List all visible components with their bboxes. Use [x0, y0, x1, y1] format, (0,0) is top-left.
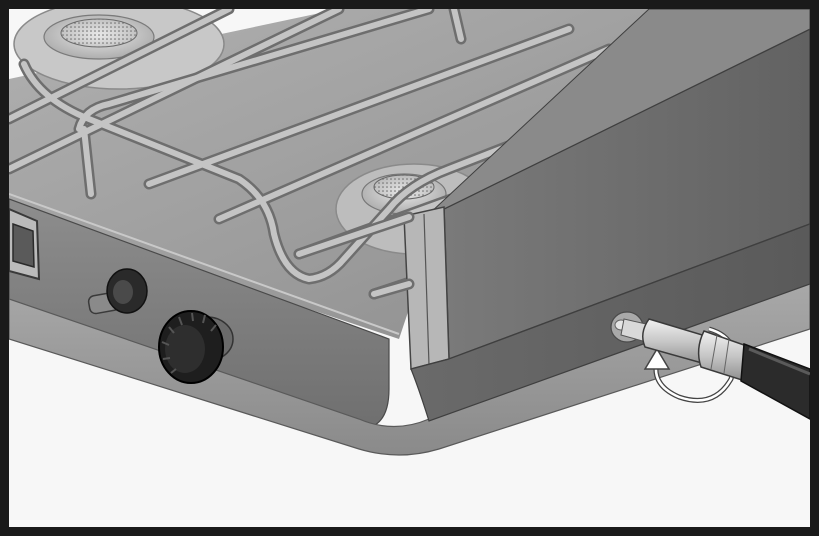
stove-front-edge — [9, 193, 400, 335]
grate-foreground — [293, 211, 415, 300]
burner-knob-small — [87, 268, 148, 315]
windscreen-top-panel — [428, 9, 810, 215]
gas-hose — [740, 342, 810, 420]
hose-fitting — [620, 318, 750, 382]
stove-illustration — [9, 9, 810, 456]
burner-knob-large — [158, 310, 234, 384]
side-latch — [9, 207, 41, 281]
burner-left — [13, 9, 225, 90]
